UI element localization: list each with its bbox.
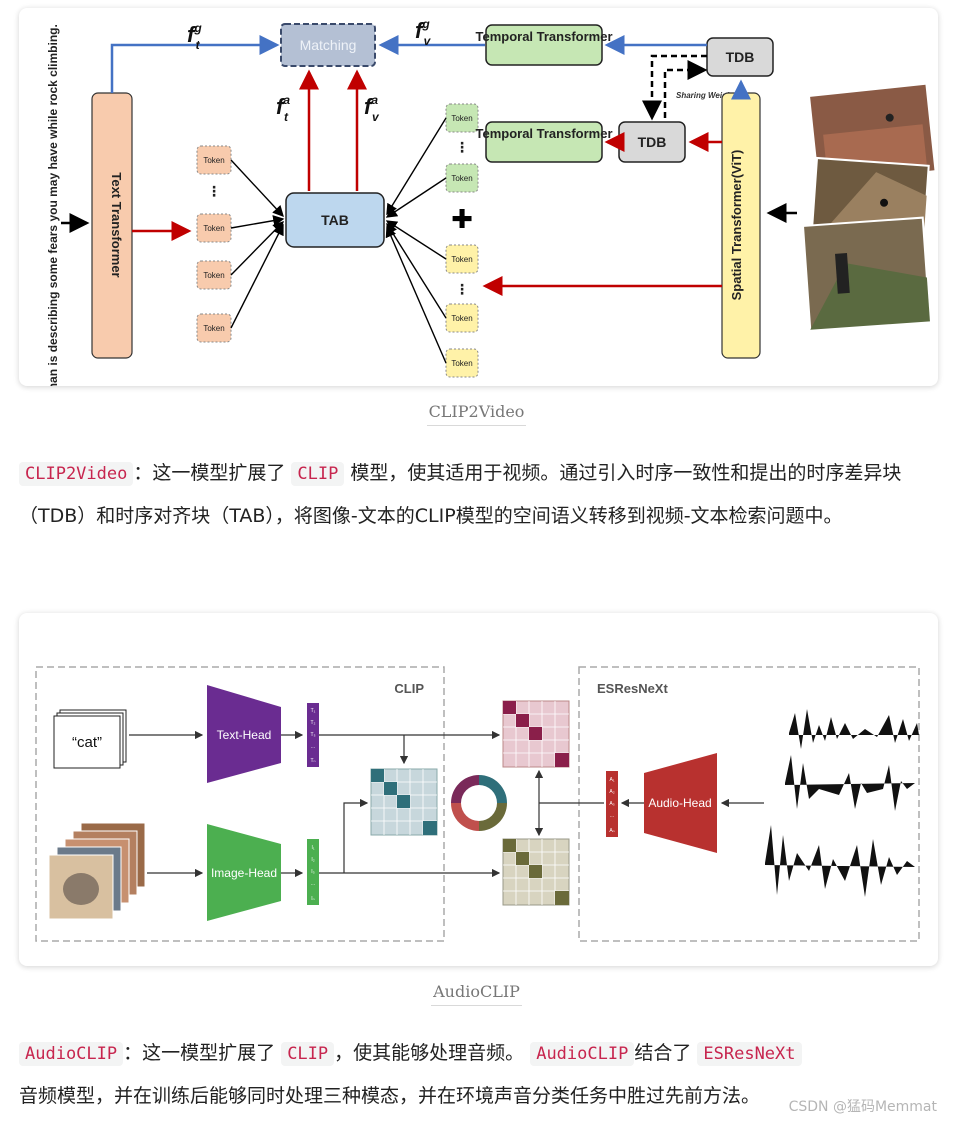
svg-text:A₃: A₃ — [609, 801, 614, 807]
image-audio-matrix — [502, 838, 570, 906]
code-clip-2: CLIP — [281, 1042, 335, 1066]
text-image-matrix — [370, 768, 438, 836]
svg-text:Token: Token — [451, 255, 472, 264]
figure-audioclip: CLIP ESResNeXt “cat” Text-Head T₁ T₂ T₃ … — [19, 613, 938, 966]
temporal-transformer-top-label: Temporal Transformer — [475, 29, 612, 44]
svg-text:✚: ✚ — [451, 204, 473, 234]
svg-text:Token: Token — [203, 324, 224, 333]
matching-label: Matching — [300, 37, 357, 53]
paragraph-clip2video: CLIP2Video：这一模型扩展了 CLIP 模型，使其适用于视频。通过引入时… — [19, 462, 902, 527]
watermark: CSDN @猛码Memmat — [788, 1099, 937, 1115]
svg-text:⋮: ⋮ — [455, 139, 469, 155]
text-token-column: Token ⋮ Token Token Token — [196, 145, 232, 343]
temporal-transformer-bottom-label: Temporal Transformer — [475, 126, 612, 141]
svg-text:Token: Token — [451, 114, 472, 123]
audio-waveforms — [765, 709, 919, 897]
code-audioclip: AudioCLIP — [19, 1042, 124, 1066]
cat-text-input: “cat” — [53, 709, 127, 769]
svg-text:⋮: ⋮ — [207, 183, 221, 199]
spatial-transformer-label: Spatial Transformer(ViT) — [729, 150, 744, 301]
svg-text:Tₙ: Tₙ — [310, 758, 315, 764]
audioclip-diagram: CLIP ESResNeXt “cat” Text-Head T₁ T₂ T₃ … — [35, 666, 920, 942]
figure-clip2video: A woman is describing some fears you may… — [19, 8, 938, 386]
video-token-column: Token ⋮ Token ✚ Token ⋮ Token Token — [445, 103, 479, 378]
svg-text:T₁: T₁ — [311, 708, 316, 714]
svg-text:A₂: A₂ — [609, 789, 614, 795]
audio-token-vector: A₁ A₂ A₃ ... Aₙ — [606, 771, 618, 837]
image-head-block — [207, 824, 281, 921]
text-head-block — [207, 685, 281, 783]
svg-text:Token: Token — [203, 224, 224, 233]
tdb-top-label: TDB — [726, 49, 755, 65]
svg-text:I₁: I₁ — [311, 845, 314, 851]
video-frames-image — [801, 82, 937, 331]
audio-head-label: Audio-Head — [648, 796, 711, 810]
clip-region-label: CLIP — [394, 681, 424, 696]
image-head-label: Image-Head — [211, 866, 277, 880]
code-audioclip-2: AudioCLIP — [530, 1042, 635, 1066]
svg-text:T₂: T₂ — [311, 720, 316, 726]
svg-text:Token: Token — [451, 359, 472, 368]
text-head-label: Text-Head — [217, 728, 272, 742]
code-esresnext: ESResNeXt — [697, 1042, 802, 1066]
svg-text:Iₙ: Iₙ — [311, 896, 314, 902]
text-transformer-label: Text Transformer — [109, 172, 124, 277]
svg-text:⋮: ⋮ — [455, 281, 469, 297]
svg-text:...: ... — [311, 744, 315, 750]
svg-text:Token: Token — [451, 174, 472, 183]
svg-text:Aₙ: Aₙ — [609, 828, 614, 834]
code-clip: CLIP — [291, 462, 345, 486]
svg-text:Token: Token — [451, 314, 472, 323]
matching-box — [280, 23, 376, 67]
figure1-caption: CLIP2Video — [0, 402, 953, 426]
tdb-bottom-label: TDB — [638, 134, 667, 150]
svg-text:T₃: T₃ — [310, 732, 315, 738]
cat-images-input — [48, 822, 146, 920]
svg-text:A₁: A₁ — [609, 777, 614, 783]
tab-label: TAB — [321, 212, 349, 228]
sharing-weight-label: Sharing Weight — [676, 91, 735, 100]
tab-box — [285, 192, 385, 248]
svg-text:Token: Token — [203, 156, 224, 165]
svg-text:“cat”: “cat” — [72, 734, 102, 751]
clip2video-diagram: A woman is describing some fears you may… — [46, 17, 937, 386]
temporal-transformer-top — [485, 24, 603, 66]
temporal-transformer-bottom — [485, 121, 603, 163]
esresnext-region-label: ESResNeXt — [597, 681, 668, 696]
figure2-caption: AudioCLIP — [0, 982, 953, 1006]
cycle-arrows-icon — [451, 775, 507, 831]
code-clip2video: CLIP2Video — [19, 462, 134, 486]
svg-text:Token: Token — [203, 271, 224, 280]
svg-text:...: ... — [610, 813, 614, 819]
image-token-vector: I₁ I₂ I₃ ... Iₙ — [307, 839, 319, 905]
paragraph-audioclip: AudioCLIP：这一模型扩展了 CLIP，使其能够处理音频。 AudioCL… — [19, 1032, 939, 1117]
input-sentence: A woman is describing some fears you may… — [46, 24, 60, 386]
text-token-vector: T₁ T₂ T₃ ... Tₙ — [307, 703, 319, 767]
svg-text:I₂: I₂ — [311, 857, 314, 863]
text-audio-matrix — [502, 700, 570, 768]
svg-text:I₃: I₃ — [311, 869, 314, 875]
audio-head-block — [644, 753, 717, 853]
svg-text:...: ... — [311, 881, 315, 887]
